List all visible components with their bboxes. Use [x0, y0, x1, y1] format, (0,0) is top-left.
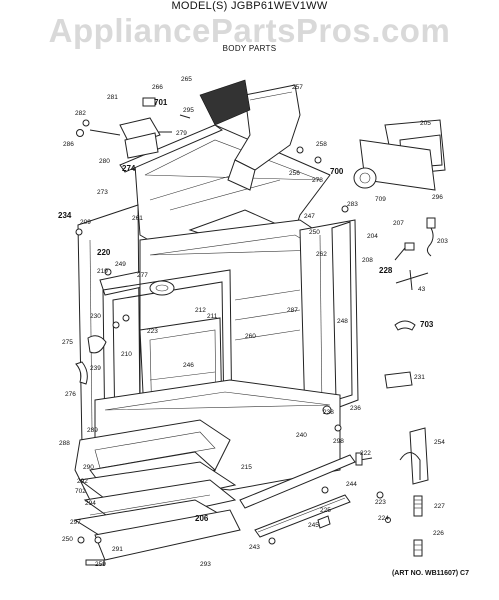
callout-225: 225: [320, 507, 331, 514]
art-number: (ART NO. WB11607) C7: [391, 570, 469, 577]
section-title: BODY PARTS: [222, 44, 277, 53]
callout-240: 240: [296, 432, 307, 439]
callout-262: 262: [316, 251, 327, 258]
callout-282: 282: [75, 110, 86, 117]
callout-280: 280: [99, 158, 110, 165]
callout-239: 239: [90, 365, 101, 372]
callout-290: 290: [83, 464, 94, 471]
callout-259: 259: [95, 561, 106, 568]
callout-223: 223: [147, 328, 158, 335]
callout-230: 230: [90, 313, 101, 320]
callout-245: 245: [308, 522, 319, 529]
callout-277: 277: [137, 272, 148, 279]
callout-288: 288: [59, 440, 70, 447]
callout-244: 244: [346, 481, 357, 488]
callout-700: 700: [330, 167, 344, 176]
callout-250-lower: 250: [62, 536, 73, 543]
watermark-logo: AppliancePartsPros.com: [48, 12, 451, 49]
callout-254: 254: [434, 439, 445, 446]
drawer-slide-rail: [239, 454, 356, 538]
callout-226: 226: [433, 530, 444, 537]
callout-702: 702: [75, 488, 86, 495]
callout-703: 703: [420, 320, 434, 329]
callout-220: 220: [97, 248, 111, 257]
callout-211: 211: [207, 313, 218, 320]
callout-287: 287: [287, 307, 298, 314]
callout-283: 283: [347, 201, 358, 208]
callout-291: 291: [112, 546, 123, 553]
callout-292: 292: [77, 478, 88, 485]
callout-279: 279: [176, 130, 187, 137]
callout-203: 203: [437, 238, 448, 245]
small-fasteners: [75, 146, 349, 566]
rear-trim-strip: [119, 124, 224, 173]
callout-236: 236: [350, 405, 361, 412]
callout-274: 274: [122, 164, 136, 173]
callout-249: 249: [115, 261, 126, 268]
callout-701: 701: [154, 98, 168, 107]
callout-215: 215: [241, 464, 252, 471]
oven-vent-grille: [199, 79, 251, 126]
callout-281: 281: [107, 94, 118, 101]
callout-43: 43: [418, 286, 426, 293]
callout-276: 276: [65, 391, 76, 398]
callout-206: 206: [195, 514, 209, 523]
callout-250: 250: [309, 229, 320, 236]
callout-248: 248: [337, 318, 348, 325]
leveling-legs: [317, 405, 423, 557]
callout-298: 298: [333, 438, 344, 445]
callout-296: 296: [432, 194, 443, 201]
model-title: MODEL(S) JGBP61WEV1WW: [171, 0, 328, 12]
callout-289: 289: [87, 427, 98, 434]
callout-260: 260: [245, 333, 256, 340]
wiring-harness: [394, 217, 436, 261]
callout-273: 273: [97, 189, 108, 196]
callout-207: 207: [393, 220, 404, 227]
callout-261: 261: [132, 215, 143, 222]
callout-210: 210: [121, 351, 132, 358]
callout-246: 246: [183, 362, 194, 369]
callout-212: 212: [195, 307, 206, 314]
callout-247: 247: [304, 213, 315, 220]
callout-709: 709: [375, 196, 386, 203]
callout-222: 222: [360, 450, 371, 457]
callout-256: 256: [289, 170, 300, 177]
callout-265: 265: [181, 76, 192, 83]
callout-227: 227: [434, 503, 445, 510]
callout-224: 224: [378, 515, 389, 522]
callout-257: 257: [292, 84, 303, 91]
callout-223-lower: 223: [375, 499, 386, 506]
burner-cap-disc: [353, 167, 377, 189]
callout-208: 208: [362, 257, 373, 264]
callout-205: 205: [420, 120, 431, 127]
callout-275: 275: [62, 339, 73, 346]
callout-293: 293: [200, 561, 211, 568]
bottom-kick-panel: [94, 509, 241, 561]
callout-209: 209: [80, 219, 91, 226]
flue-duct: [227, 84, 301, 191]
hinge-bracket: [384, 320, 416, 389]
callout-266: 266: [152, 84, 163, 91]
callout-294: 294: [85, 500, 96, 507]
gas-valve-assembly: [76, 97, 191, 159]
callout-295: 295: [183, 107, 194, 114]
oven-body-frame: [77, 204, 359, 491]
callout-labels: 265 257 266 281 701 282 295 279 286 280 …: [58, 76, 448, 568]
callout-238: 238: [323, 409, 334, 416]
callout-231: 231: [414, 374, 425, 381]
callout-219: 219: [97, 268, 108, 275]
callout-234: 234: [58, 211, 72, 220]
callout-243: 243: [249, 544, 260, 551]
door-hinge: [355, 427, 429, 485]
callout-204: 204: [367, 233, 378, 240]
callout-258: 258: [316, 141, 327, 148]
callout-297: 297: [70, 519, 81, 526]
callout-286: 286: [63, 141, 74, 148]
callout-278: 278: [312, 177, 323, 184]
igniter-electrode: [395, 269, 429, 291]
callout-228: 228: [379, 266, 393, 275]
back-guard-bracket: [359, 119, 446, 191]
